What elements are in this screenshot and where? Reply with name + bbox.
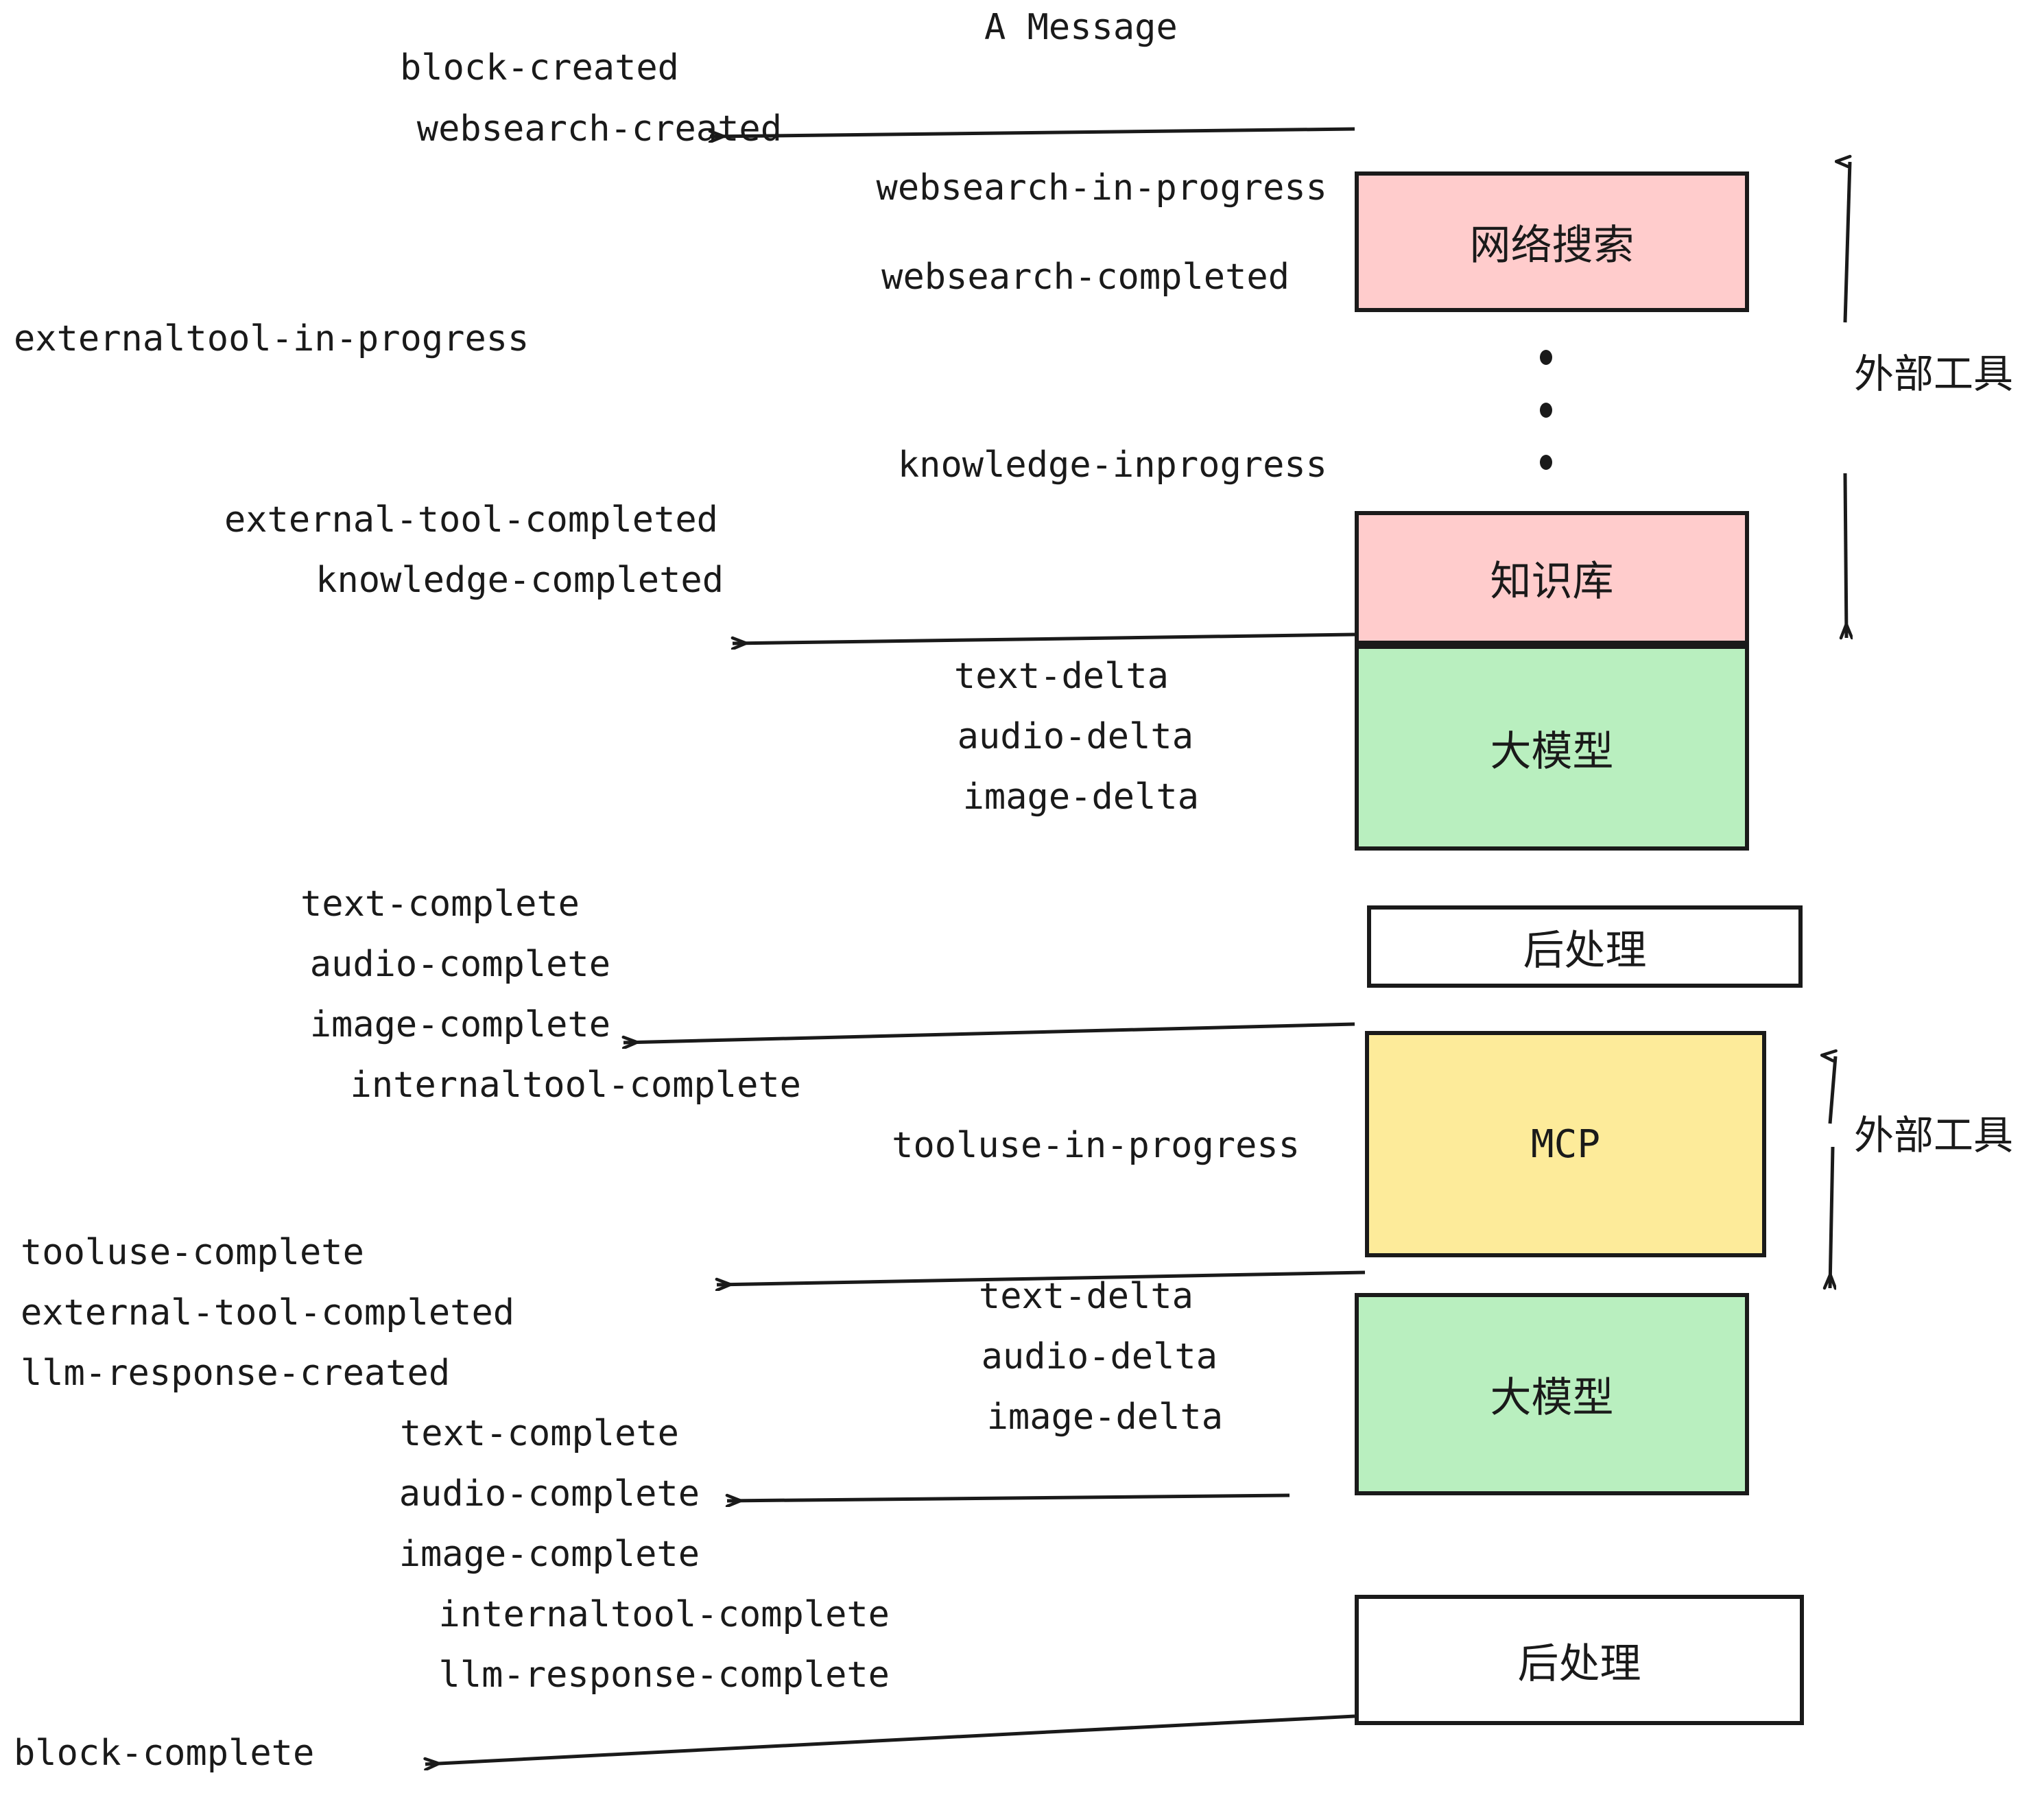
node-llm-1[interactable]: 大模型 xyxy=(1355,645,1749,851)
event-llm-response-created: llm-response-created xyxy=(21,1353,451,1394)
node-postprocess-1-label: 后处理 xyxy=(1523,926,1647,975)
external-tool-label-top: 外部工具 xyxy=(1854,351,2014,397)
node-mcp-label: MCP xyxy=(1530,1121,1601,1167)
node-llm-2[interactable]: 大模型 xyxy=(1355,1293,1749,1495)
event-websearch-in-progress: websearch-in-progress xyxy=(876,167,1327,209)
event-tooluse-complete: tooluse-complete xyxy=(21,1232,364,1273)
ellipsis-dot xyxy=(1540,402,1552,418)
ellipsis-dot xyxy=(1540,455,1552,470)
event-externaltool-in-progress: externaltool-in-progress xyxy=(14,318,530,359)
vertical-ellipsis-icon xyxy=(1538,350,1554,470)
node-postprocess-2[interactable]: 后处理 xyxy=(1355,1595,1804,1725)
event-image-complete-2: image-complete xyxy=(399,1534,700,1575)
event-internaltool-complete-2: internaltool-complete xyxy=(438,1594,890,1635)
arrow-block-created xyxy=(710,127,1355,137)
event-external-tool-completed-2: external-tool-completed xyxy=(21,1292,515,1333)
event-websearch-completed: websearch-completed xyxy=(881,257,1290,298)
event-block-created: block-created xyxy=(400,47,679,88)
event-block-complete: block-complete xyxy=(14,1733,315,1774)
event-audio-complete-1: audio-complete xyxy=(309,944,610,985)
page-title: A Message xyxy=(984,7,1178,48)
arrow-knowledge-completed xyxy=(733,632,1355,643)
event-text-complete-1: text-complete xyxy=(300,883,580,925)
event-websearch-created: websearch-created xyxy=(416,108,782,150)
event-audio-delta-2: audio-delta xyxy=(981,1336,1217,1377)
event-internaltool-complete-1: internaltool-complete xyxy=(350,1065,801,1106)
bracket-external-tool-top-down xyxy=(1845,473,1846,638)
bracket-external-tool-bottom-up xyxy=(1830,1056,1835,1124)
node-mcp[interactable]: MCP xyxy=(1365,1031,1766,1257)
ellipsis-dot xyxy=(1540,350,1552,365)
event-tooluse-in-progress: tooluse-in-progress xyxy=(892,1125,1300,1166)
event-text-delta-2: text-delta xyxy=(978,1276,1193,1317)
event-audio-complete-2: audio-complete xyxy=(399,1473,700,1515)
node-websearch[interactable]: 网络搜索 xyxy=(1355,171,1749,312)
bracket-external-tool-bottom-down xyxy=(1830,1146,1833,1288)
node-postprocess-1[interactable]: 后处理 xyxy=(1367,905,1803,988)
event-knowledge-completed: knowledge-completed xyxy=(316,560,724,601)
event-llm-response-complete: llm-response-complete xyxy=(438,1654,890,1696)
event-knowledge-inprogress: knowledge-inprogress xyxy=(897,444,1327,486)
node-knowledge[interactable]: 知识库 xyxy=(1355,511,1749,645)
node-postprocess-2-label: 后处理 xyxy=(1517,1639,1641,1688)
event-image-complete-1: image-complete xyxy=(309,1004,610,1045)
node-websearch-label: 网络搜索 xyxy=(1469,222,1635,270)
arrow-audio-complete xyxy=(727,1493,1290,1501)
arrow-block-complete xyxy=(425,1714,1355,1764)
event-text-delta-1: text-delta xyxy=(953,656,1169,697)
bracket-external-tool-top-up xyxy=(1845,162,1852,323)
event-text-complete-2: text-complete xyxy=(400,1413,679,1454)
node-llm-1-label: 大模型 xyxy=(1490,727,1614,776)
event-image-delta-1: image-delta xyxy=(962,776,1199,818)
event-external-tool-completed-1: external-tool-completed xyxy=(224,499,718,541)
event-image-delta-2: image-delta xyxy=(986,1397,1223,1438)
arrow-image-complete xyxy=(623,1022,1355,1043)
event-audio-delta-1: audio-delta xyxy=(957,716,1193,757)
node-llm-2-label: 大模型 xyxy=(1490,1374,1614,1422)
external-tool-label-bottom: 外部工具 xyxy=(1854,1112,2014,1159)
node-knowledge-label: 知识库 xyxy=(1490,558,1614,606)
